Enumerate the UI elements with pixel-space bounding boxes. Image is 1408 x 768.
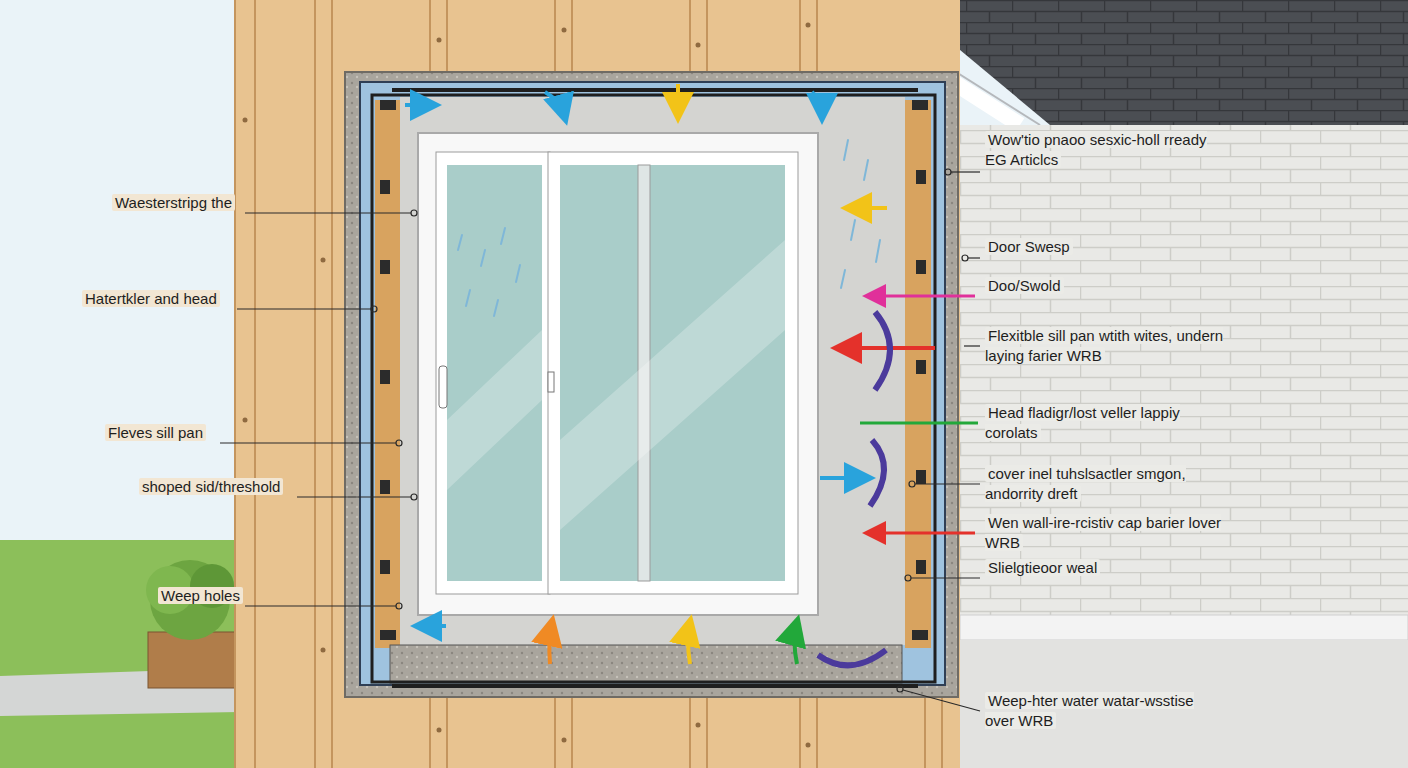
part-label: Wow'tio pnaoo sesxic-holl rready EG Arti… bbox=[985, 131, 1207, 168]
rain bbox=[458, 140, 880, 316]
part-label: cover inel tuhslsactler smgon, andorrity… bbox=[985, 465, 1186, 502]
part-label: Waesterstripg the bbox=[112, 194, 235, 211]
inner-panel bbox=[400, 97, 905, 645]
part-label: Wen wall-ire-rcistiv cap barier lover WR… bbox=[985, 514, 1221, 551]
handle bbox=[439, 366, 447, 408]
rough-opening bbox=[345, 72, 958, 697]
part-label: Doo/Swold bbox=[985, 277, 1064, 294]
brick-wall bbox=[960, 125, 1408, 615]
ground bbox=[960, 640, 1408, 768]
foam-left bbox=[375, 100, 401, 648]
glass-reflection bbox=[447, 330, 542, 490]
part-label: Weep holes bbox=[158, 587, 243, 604]
label-box: Weep-hter water watar-wsstise over WRB bbox=[985, 691, 1225, 731]
foundation-band bbox=[960, 615, 1408, 640]
label-box: Fleves sill pan bbox=[105, 423, 335, 443]
sill-band bbox=[390, 645, 902, 683]
label-box: Waesterstripg the bbox=[112, 193, 342, 213]
label-box: Head fladigr/lost veller lappiy corolats bbox=[985, 403, 1225, 443]
part-label: Weep-hter water watar-wsstise over WRB bbox=[985, 692, 1194, 729]
water-arrows bbox=[405, 84, 978, 665]
planter bbox=[148, 632, 236, 688]
glass bbox=[447, 165, 542, 581]
wrb-membrane bbox=[360, 82, 945, 685]
brackets bbox=[380, 100, 928, 640]
label-box: Weep holes bbox=[158, 586, 358, 606]
lock bbox=[548, 372, 554, 392]
label-box: Flexitble sill pan wtith wites, undern l… bbox=[985, 326, 1225, 366]
part-label: Hatertkler and head bbox=[82, 290, 220, 307]
flashing bbox=[372, 95, 935, 682]
grass bbox=[0, 540, 240, 768]
part-label: Head fladigr/lost veller lappiy corolats bbox=[985, 404, 1180, 441]
part-label: Flexitble sill pan wtith wites, undern l… bbox=[985, 327, 1223, 364]
leader-lines bbox=[220, 169, 980, 711]
foam-right bbox=[905, 100, 931, 648]
wood-studs bbox=[235, 0, 942, 768]
label-box: Door Swesp bbox=[985, 237, 1225, 257]
sill-flashing bbox=[392, 684, 918, 688]
door-sash bbox=[436, 152, 550, 594]
head-flashing bbox=[392, 88, 918, 92]
part-label: Slielgtieoor weal bbox=[985, 559, 1100, 576]
part-label: Fleves sill pan bbox=[105, 424, 206, 441]
door-frame bbox=[418, 133, 818, 615]
glass-reflection bbox=[560, 240, 785, 530]
label-box: Slielgtieoor weal bbox=[985, 558, 1225, 578]
label-box: Wow'tio pnaoo sesxic-holl rready EG Arti… bbox=[985, 130, 1225, 170]
label-box: cover inel tuhslsactler smgon, andorrity… bbox=[985, 464, 1225, 504]
wood-wall bbox=[235, 0, 960, 768]
door-sash bbox=[548, 152, 798, 594]
part-label: shoped sid/threshold bbox=[139, 478, 283, 495]
label-box: Hatertkler and head bbox=[82, 289, 312, 309]
label-box: shoped sid/threshold bbox=[139, 477, 369, 497]
label-box: Wen wall-ire-rcistiv cap barier lover WR… bbox=[985, 513, 1225, 553]
part-label: Door Swesp bbox=[985, 238, 1073, 255]
label-box: Doo/Swold bbox=[985, 276, 1225, 296]
